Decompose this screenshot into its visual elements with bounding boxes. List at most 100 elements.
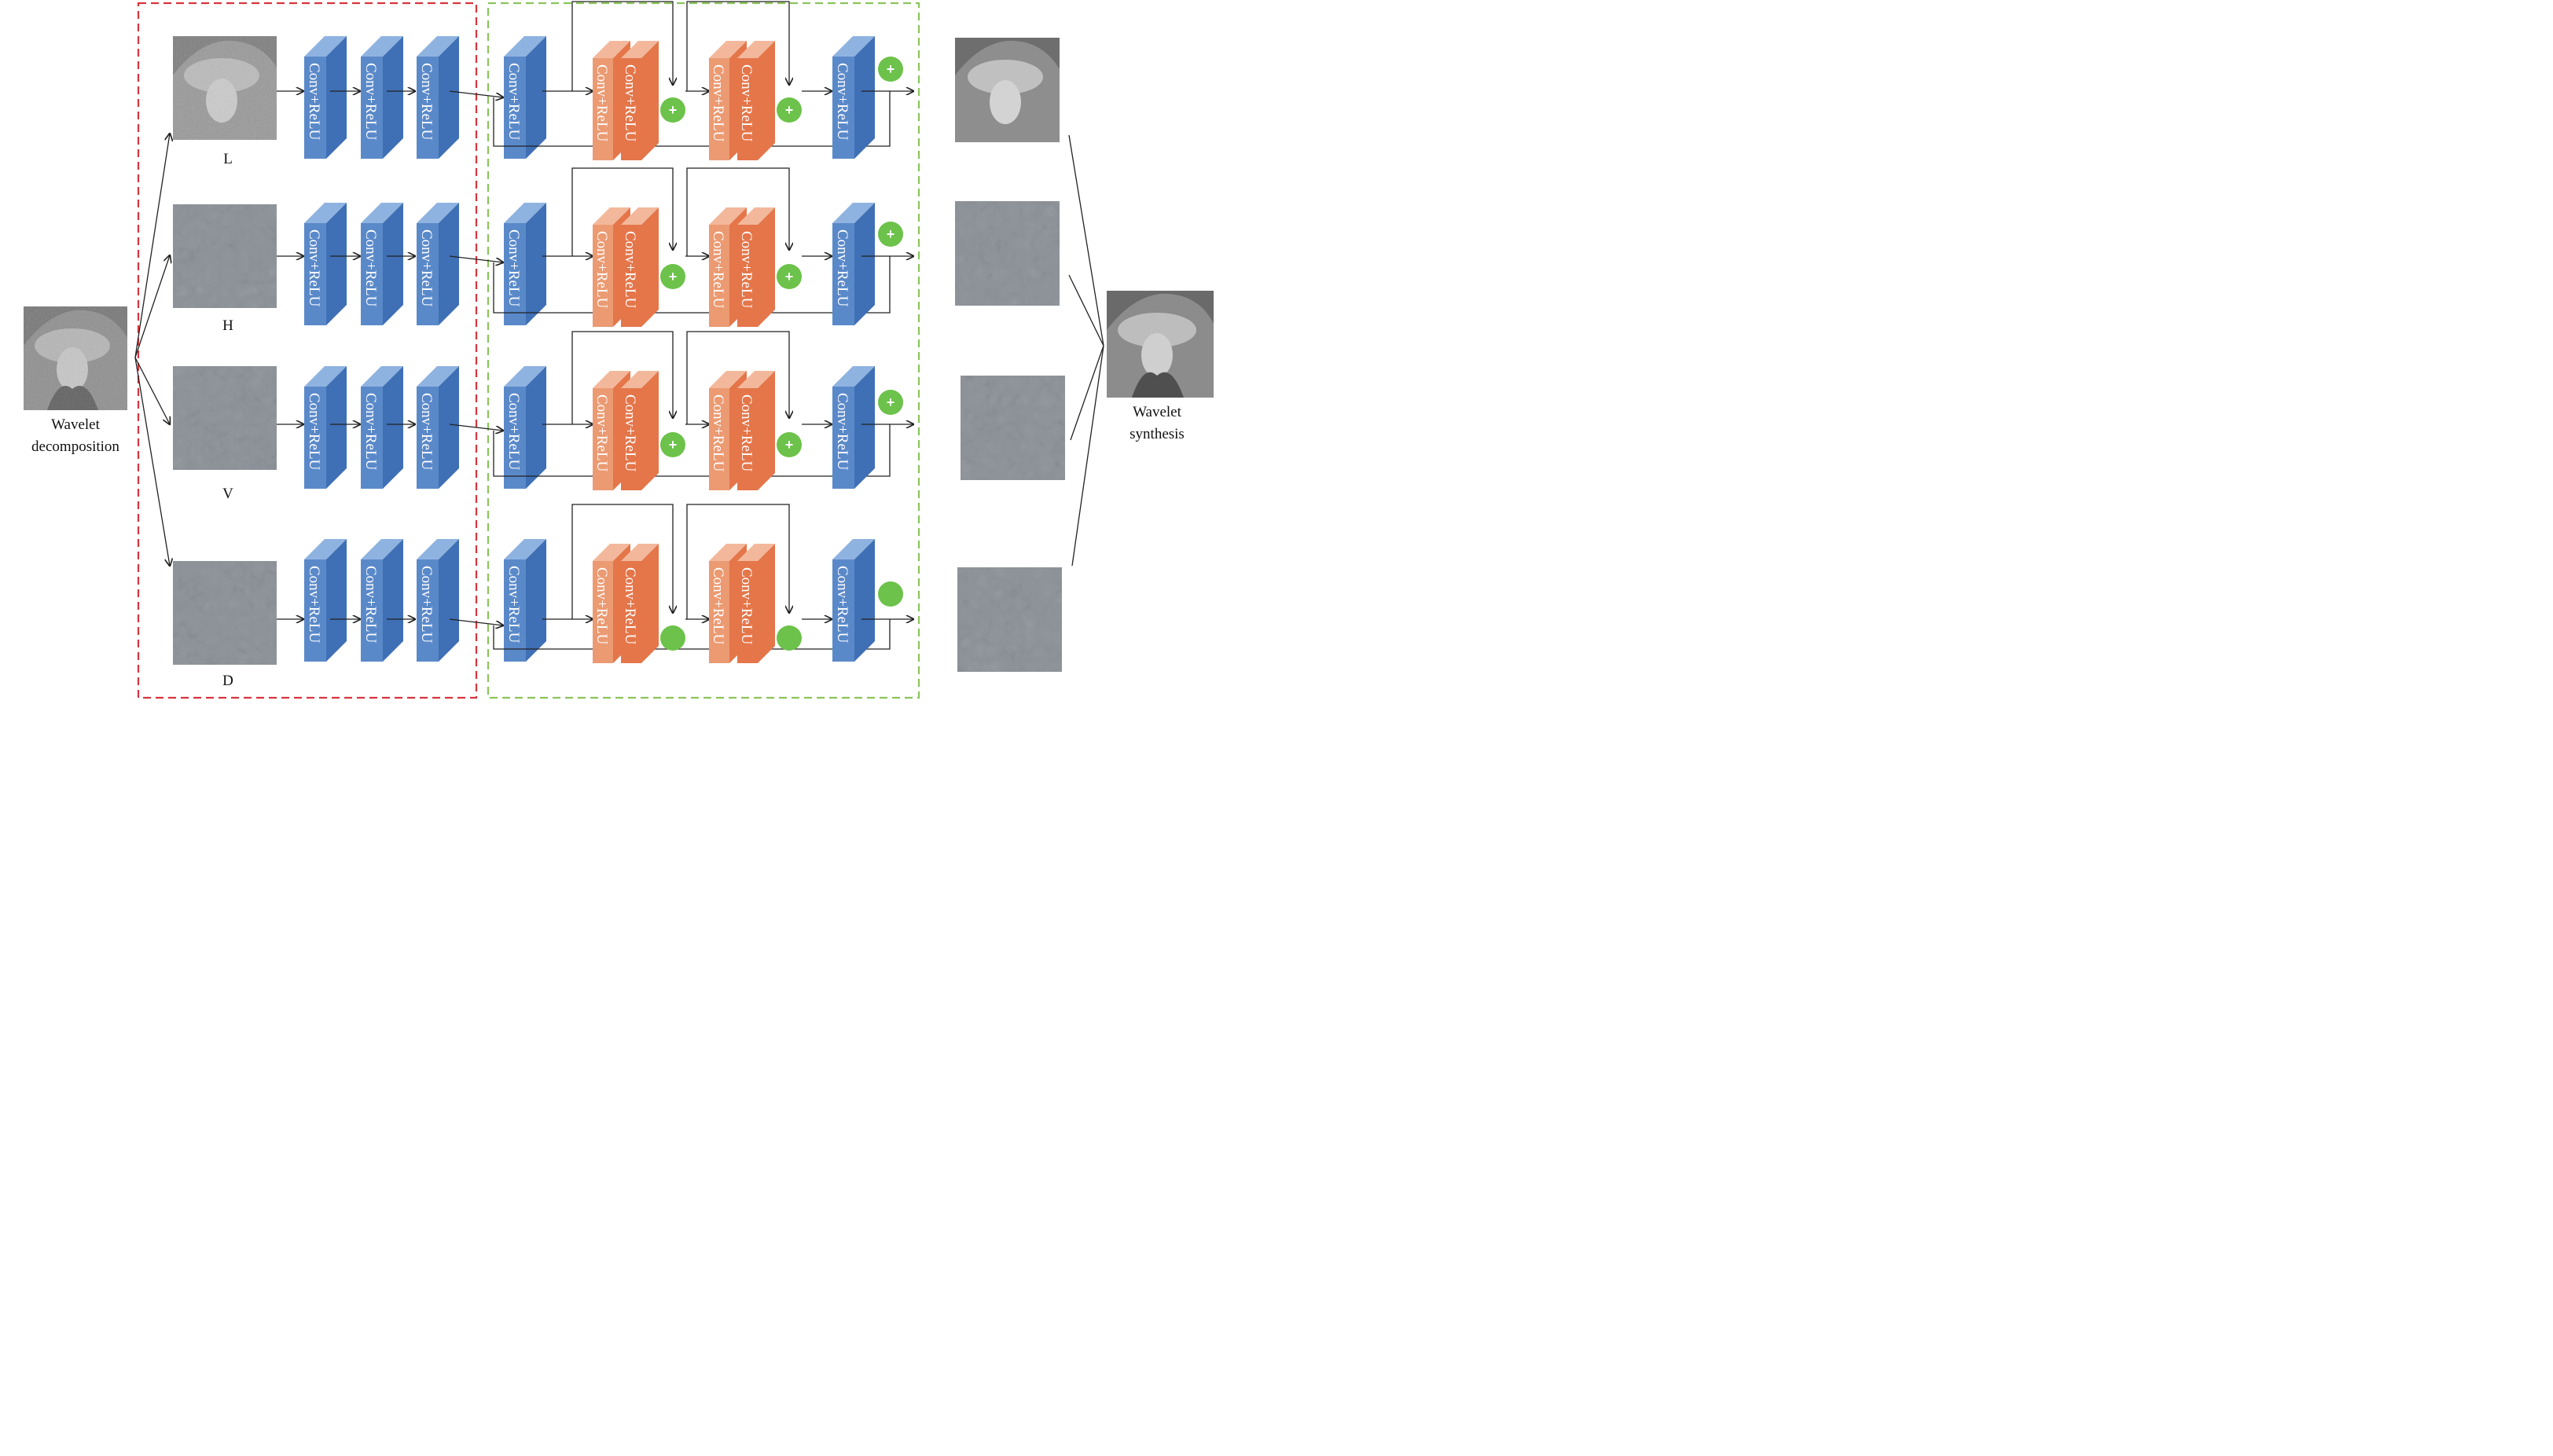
conv-relu-block: Conv+ReLU — [832, 539, 875, 662]
conv-relu-label: Conv+ReLU — [362, 566, 379, 644]
conv-relu-label: Conv+ReLU — [710, 394, 726, 472]
conv-relu-block: Conv+ReLU — [504, 203, 546, 325]
conv-relu-label: Conv+ReLU — [505, 229, 522, 307]
output-image — [1107, 291, 1214, 398]
wavelet-denoising-diagram: Wavelet decomposition L Conv+ReLU Conv+ReL… — [24, 1, 1214, 699]
denoised-subband-image-d — [957, 567, 1062, 672]
svg-text:+: + — [887, 394, 895, 410]
subband-label: L — [223, 151, 233, 167]
subband-row-v: V Conv+ReLU Conv+ReLU Conv+ReLU Conv+ReLU Con… — [173, 331, 1065, 502]
residual-block: Conv+ReLU Conv+ReLU — [709, 371, 775, 490]
output-label-line2: synthesis — [1130, 426, 1185, 442]
input-image — [24, 306, 127, 410]
conv-relu-label: Conv+ReLU — [738, 394, 755, 472]
subband-label: V — [222, 486, 233, 502]
conv-relu-label: Conv+ReLU — [593, 567, 610, 645]
conv-relu-label: Conv+ReLU — [593, 64, 610, 142]
conv-relu-label: Conv+ReLU — [362, 63, 379, 141]
conv-relu-block: Conv+ReLU — [504, 366, 546, 489]
conv-relu-block: Conv+ReLU — [304, 203, 347, 325]
svg-text:+: + — [887, 61, 895, 77]
subband-label: H — [222, 317, 233, 334]
output-label-line1: Wavelet — [1133, 404, 1181, 420]
conv-relu-label: Conv+ReLU — [622, 567, 638, 645]
residual-block: Conv+ReLU Conv+ReLU — [709, 207, 775, 327]
conv-relu-label: Conv+ReLU — [622, 64, 638, 142]
denoising-group — [487, 2, 920, 699]
input-label-line1: Wavelet — [51, 416, 100, 433]
conv-relu-label: Conv+ReLU — [593, 394, 610, 472]
conv-relu-label: Conv+ReLU — [738, 567, 755, 645]
residual-block: Conv+ReLU Conv+ReLU — [709, 41, 775, 160]
conv-relu-label: Conv+ReLU — [418, 566, 435, 644]
conv-relu-block: Conv+ReLU — [417, 36, 459, 159]
residual-block: Conv+ReLU Conv+ReLU — [593, 41, 659, 160]
subband-label: D — [222, 673, 233, 689]
svg-text:+: + — [785, 437, 794, 453]
conv-relu-block: Conv+ReLU — [361, 36, 403, 159]
subband-image-l — [173, 36, 277, 140]
add-node: + — [777, 264, 802, 289]
subband-rows: L Conv+ReLU Conv+ReLU Conv+ReLU Conv+ReLU Con… — [173, 1, 1065, 689]
conv-relu-block: Conv+ReLU — [361, 203, 403, 325]
conv-relu-label: Conv+ReLU — [710, 567, 726, 645]
add-node: + — [878, 390, 903, 415]
conv-relu-label: Conv+ReLU — [505, 566, 522, 644]
conv-relu-label: Conv+ReLU — [306, 393, 322, 471]
denoised-subband-image-v — [961, 376, 1065, 480]
conv-relu-label: Conv+ReLU — [306, 63, 322, 141]
conv-relu-block: Conv+ReLU — [304, 366, 347, 489]
subband-image-d — [173, 561, 277, 665]
add-node — [660, 625, 685, 651]
add-node: + — [660, 432, 685, 457]
conv-relu-block: Conv+ReLU — [504, 36, 546, 159]
conv-relu-label: Conv+ReLU — [505, 393, 522, 471]
conv-relu-label: Conv+ReLU — [418, 393, 435, 471]
conv-relu-label: Conv+ReLU — [418, 229, 435, 307]
conv-relu-label: Conv+ReLU — [418, 63, 435, 141]
denoised-subband-image-l — [955, 38, 1060, 143]
svg-text:+: + — [669, 102, 678, 118]
conv-relu-label: Conv+ReLU — [622, 231, 638, 309]
conv-relu-block: Conv+ReLU — [417, 366, 459, 489]
subband-image-v — [173, 366, 277, 470]
svg-text:+: + — [887, 226, 895, 242]
add-node: + — [660, 97, 685, 123]
svg-text:+: + — [785, 102, 794, 118]
svg-text:+: + — [669, 437, 678, 453]
residual-block: Conv+ReLU Conv+ReLU — [709, 544, 775, 663]
residual-block: Conv+ReLU Conv+ReLU — [593, 544, 659, 663]
conv-relu-label: Conv+ReLU — [738, 231, 755, 309]
conv-relu-label: Conv+ReLU — [362, 229, 379, 307]
conv-relu-block: Conv+ReLU — [361, 539, 403, 662]
conv-relu-block: Conv+ReLU — [304, 539, 347, 662]
feature-extraction-group — [137, 2, 478, 699]
conv-relu-block: Conv+ReLU — [832, 366, 875, 489]
add-node — [878, 581, 903, 607]
conv-relu-label: Conv+ReLU — [306, 566, 322, 644]
subband-image-h — [173, 204, 277, 308]
conv-relu-label: Conv+ReLU — [834, 229, 850, 307]
conv-relu-block: Conv+ReLU — [304, 36, 347, 159]
subband-row-h: H Conv+ReLU Conv+ReLU Conv+ReLU Conv+ReLU Con… — [173, 167, 1060, 334]
add-node: + — [878, 57, 903, 82]
conv-relu-label: Conv+ReLU — [505, 63, 522, 141]
input-label-line2: decomposition — [31, 438, 119, 455]
conv-relu-label: Conv+ReLU — [834, 566, 850, 644]
conv-relu-label: Conv+ReLU — [738, 64, 755, 142]
conv-relu-block: Conv+ReLU — [504, 539, 546, 662]
conv-relu-label: Conv+ReLU — [362, 393, 379, 471]
conv-relu-block: Conv+ReLU — [417, 203, 459, 325]
conv-relu-label: Conv+ReLU — [834, 63, 850, 141]
conv-relu-label: Conv+ReLU — [710, 231, 726, 309]
add-node: + — [660, 264, 685, 289]
add-node: + — [878, 222, 903, 247]
add-node — [777, 625, 802, 651]
svg-text:+: + — [785, 269, 794, 284]
conv-relu-label: Conv+ReLU — [710, 64, 726, 142]
synthesis-lines — [1068, 134, 1104, 567]
